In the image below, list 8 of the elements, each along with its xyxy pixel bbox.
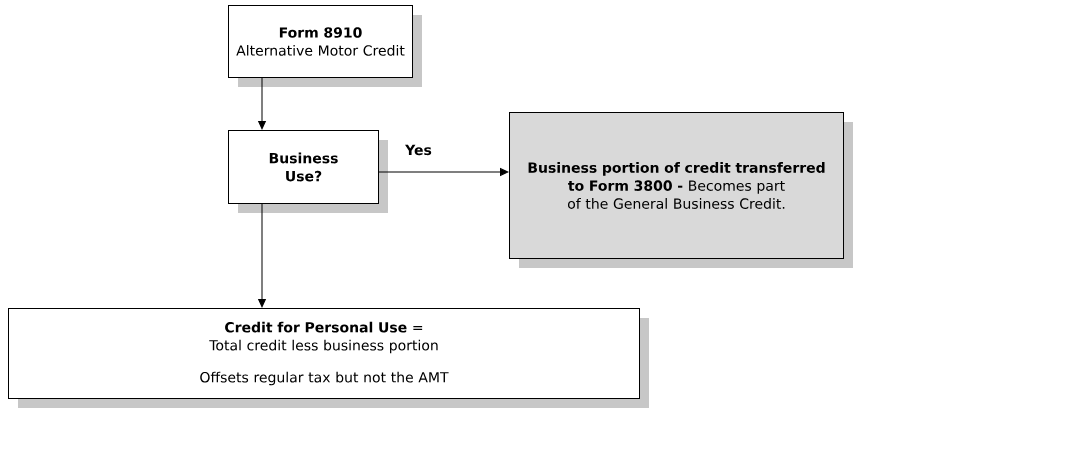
arrow — [258, 203, 266, 308]
arrow — [258, 77, 266, 130]
arrow — [377, 168, 509, 176]
process-box: Credit for Personal Use = Total credit less business portion Offsets regular tax but not the AMT — [8, 308, 649, 408]
process-box: Form 8910 Alternative Motor Credit — [228, 5, 422, 87]
process-box: Business portion of credit transferred to Form 3800 - Becomes part of the General Business Credit. — [509, 112, 853, 268]
process-box: Business Use? — [228, 130, 388, 213]
edge-label: Yes — [404, 143, 433, 157]
